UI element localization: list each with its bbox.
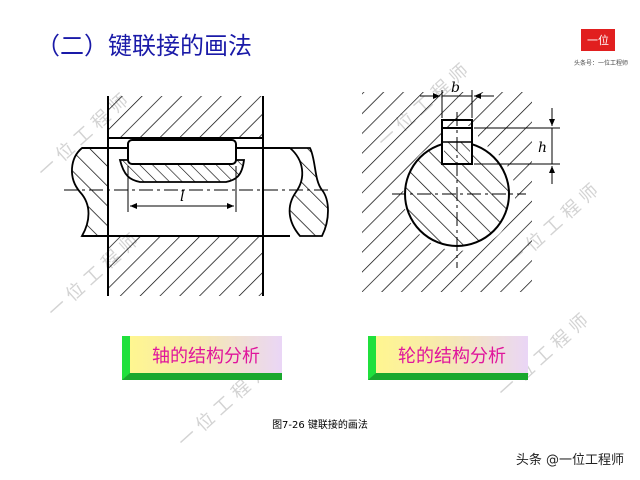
hub-upper-section (108, 96, 263, 138)
shaft-cross-section-view: b h (362, 80, 560, 292)
dimension-l: l (180, 189, 184, 205)
page-title: （二）键联接的画法 (36, 32, 252, 60)
dimension-h: h (538, 140, 547, 156)
hub-cross-section (362, 92, 532, 292)
source-credit: 头条 @一位工程师 (515, 453, 624, 468)
hub-lower-section (108, 236, 263, 296)
logo: 一位 (581, 29, 615, 51)
hub-analysis-label: 轮的结构分析 (398, 345, 506, 367)
key (127, 139, 237, 165)
logo-caption: 头条号：一位工程师 (573, 60, 628, 67)
shaft-analysis-button[interactable]: 轴的结构分析 (122, 336, 282, 380)
dimension-b: b (451, 80, 460, 96)
figure-caption: 图7-26 键联接的画法 (272, 420, 368, 431)
shaft-break-left (71, 147, 109, 237)
shaft-analysis-label: 轴的结构分析 (152, 345, 260, 367)
shaft-longitudinal-view: l (64, 96, 330, 296)
shaft-break-right (287, 147, 329, 237)
logo-text: 一位 (587, 34, 609, 47)
shaft-keyway (118, 159, 246, 183)
hub-analysis-button[interactable]: 轮的结构分析 (368, 336, 528, 380)
